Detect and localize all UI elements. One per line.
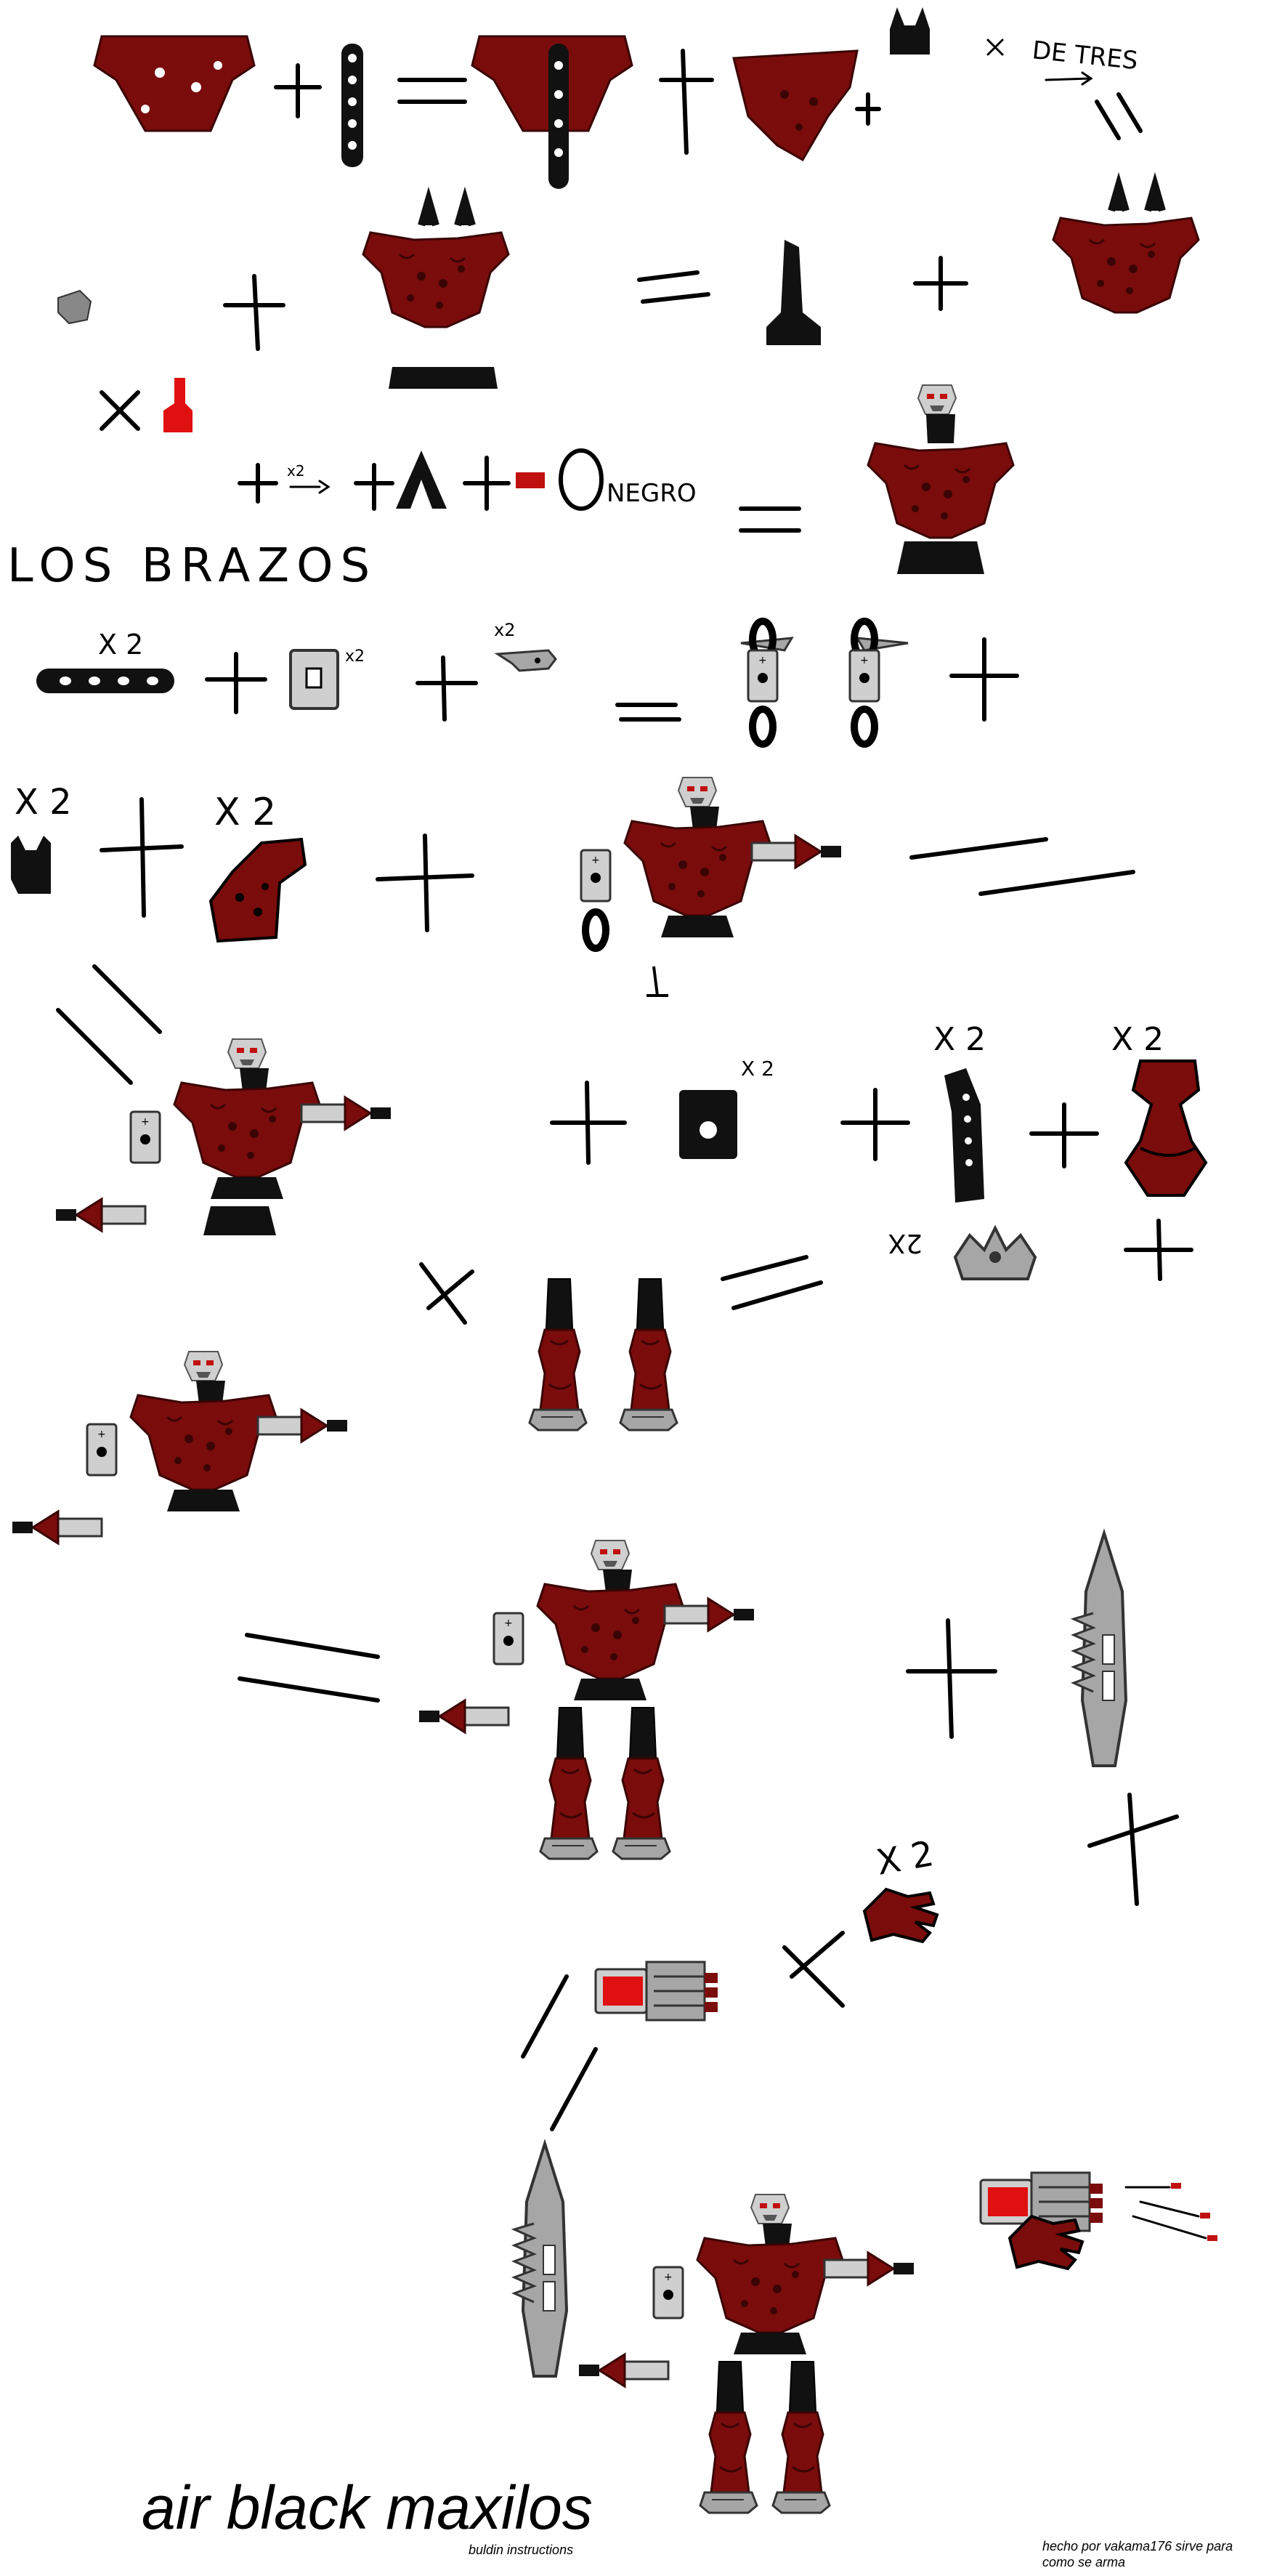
- step-3-row: x2 NEGRO: [100, 378, 1015, 574]
- x2-label: X 2: [933, 1021, 986, 1058]
- step-1-row: DE TRES: [93, 7, 1143, 189]
- page-subtitle: buldin instructions: [469, 2543, 573, 2557]
- x2-small-label: x2: [345, 647, 365, 666]
- plus-sign: [223, 274, 285, 351]
- assembled-robot-step7: [11, 1352, 347, 1545]
- assembled-robot-step6: [54, 1039, 391, 1235]
- torso-with-horns-result: [1052, 171, 1200, 314]
- plus-sign: [1029, 1102, 1099, 1168]
- page-title: air black maxilos: [142, 2474, 593, 2542]
- equals-sign: [739, 506, 801, 533]
- plus-sign: [659, 49, 714, 155]
- cross-mark: [1087, 1793, 1179, 1906]
- small-pin-piece: [289, 480, 331, 494]
- x2-label: X 2: [15, 782, 72, 823]
- black-liftarm-piece: [341, 44, 363, 167]
- plus-sign: [906, 1618, 997, 1739]
- plus-sign: [855, 92, 881, 126]
- step-6-row: X 2 X 2 X 2: [54, 964, 1208, 1432]
- plus-sign: [205, 652, 267, 714]
- torso-with-horns: [362, 186, 510, 389]
- plus-sign: [949, 637, 1019, 722]
- plus-sign: [238, 463, 278, 504]
- equals-sign: [615, 703, 681, 722]
- credit-line-1: hecho por vakama176 sirve para: [1042, 2539, 1233, 2553]
- final-blade: [513, 2142, 568, 2378]
- red-connector-piece: [163, 378, 192, 432]
- cross-mark: [782, 1931, 845, 2008]
- x2-label: X 2: [1111, 1021, 1164, 1058]
- red-pin-piece: [516, 472, 545, 488]
- equals-sign: [521, 1974, 598, 2131]
- black-horn-piece: [890, 7, 930, 54]
- gray-blade-piece: [1072, 1532, 1127, 1767]
- arrow-mark: [1045, 71, 1093, 86]
- plus-sign: [376, 833, 474, 932]
- x2-label: X 2: [214, 791, 276, 834]
- equals-sign: [1095, 92, 1143, 140]
- plus-sign: [1124, 1219, 1193, 1281]
- step-5-row: X 2 X 2: [11, 778, 1135, 997]
- black-spike-piece: [766, 240, 821, 345]
- black-o-ring: [559, 448, 604, 511]
- plus-sign: [913, 256, 968, 311]
- launcher-piece: [594, 1961, 719, 2022]
- x2-small-label: x2: [287, 462, 305, 480]
- torso-with-head-result: [867, 384, 1015, 574]
- full-robot-step7: [418, 1541, 754, 1860]
- x2-label: X 2: [873, 1833, 936, 1883]
- gray-small-piece: [57, 289, 92, 325]
- gray-arm-block: [289, 649, 339, 710]
- red-foot-piece: [208, 837, 307, 943]
- final-robot-body: [577, 2195, 914, 2514]
- cross-mark: [419, 1262, 474, 1325]
- equals-sign: [637, 270, 710, 304]
- assembled-arm-right: [848, 618, 909, 748]
- negro-label: NEGRO: [607, 479, 697, 508]
- equals-sign: [397, 78, 467, 104]
- plus-sign: [415, 655, 478, 722]
- legs-assembled: [528, 1278, 678, 1432]
- los-brazos-heading: LOS BRAZOS: [7, 539, 377, 593]
- step-2-row: [57, 171, 1200, 389]
- times-mark: [986, 39, 1004, 56]
- plus-sign: [463, 456, 511, 511]
- x2-small-label: x2: [494, 620, 515, 640]
- black-curved-piece: [944, 1068, 984, 1203]
- x2-small-label: X 2: [741, 1057, 774, 1081]
- equals-sign: [56, 964, 162, 1085]
- assembled-arm-left: [740, 618, 794, 748]
- times-mark: [100, 390, 140, 431]
- two-x-label: 2X: [888, 1228, 923, 1258]
- equals-sign: [721, 1255, 823, 1310]
- black-hand-piece: [11, 836, 51, 894]
- black-a-frame-piece: [396, 451, 447, 509]
- black-chain-liftarm: [36, 669, 174, 693]
- plus-sign: [274, 63, 322, 118]
- equals-sign: [909, 837, 1135, 896]
- black-square-piece: [679, 1090, 737, 1159]
- credit-line-2: como se arma: [1042, 2555, 1125, 2569]
- plus-sign: [550, 1081, 627, 1165]
- red-armor-with-liftarm: [471, 35, 633, 189]
- plus-sign: [840, 1088, 910, 1161]
- equals-sign: [238, 1633, 380, 1703]
- red-leg-armor-piece: [1124, 1059, 1208, 1197]
- red-chest-piece: [732, 49, 859, 162]
- gray-foot-piece: [953, 1224, 1037, 1280]
- de-tres-label: DE TRES: [1031, 36, 1139, 76]
- assembled-upper-body-step5: [581, 778, 841, 997]
- gray-shoulder-piece: [494, 649, 557, 672]
- projectile-trails: [1124, 2183, 1217, 2241]
- plus-sign: [100, 797, 184, 918]
- red-claw-piece: [863, 1888, 939, 1943]
- x2-label: X 2: [98, 629, 143, 661]
- red-armor-piece: [93, 35, 256, 132]
- arms-section: LOS BRAZOS X 2 x2 x2: [7, 539, 1019, 748]
- plus-sign: [354, 463, 394, 511]
- step-7-row: [11, 1352, 1127, 1860]
- final-robot: [513, 2142, 1217, 2514]
- step-8-row: X 2: [521, 1793, 1179, 2131]
